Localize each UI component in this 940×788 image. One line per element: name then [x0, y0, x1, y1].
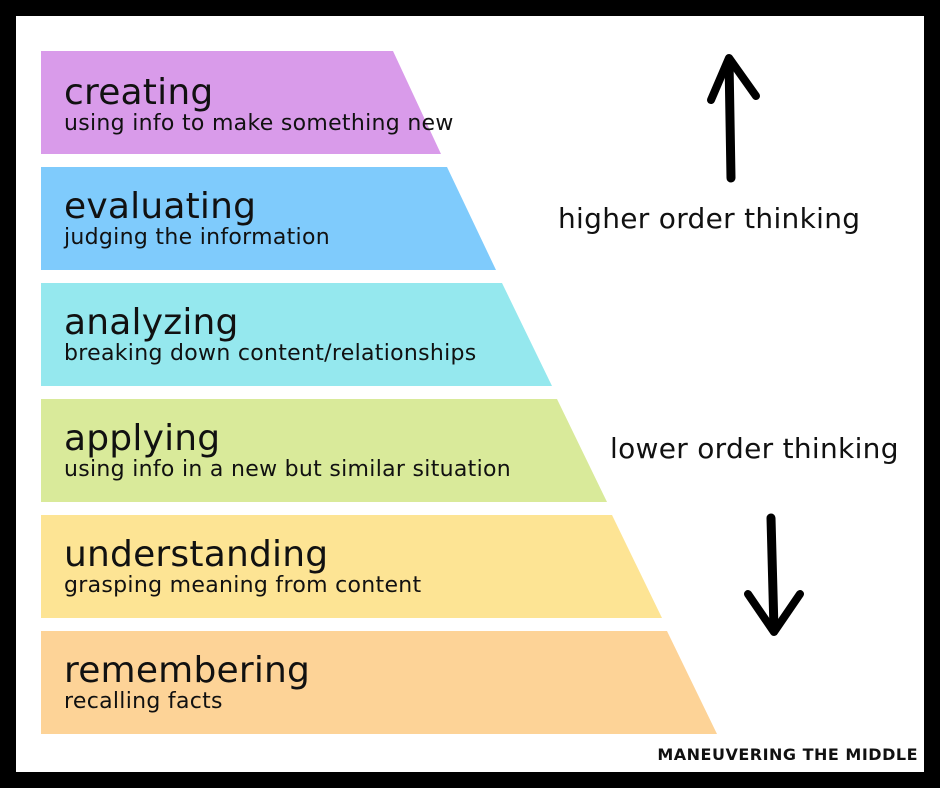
- brand-label: MANEUVERING THE MIDDLE: [657, 745, 918, 764]
- tier-understanding: understanding grasping meaning from cont…: [64, 536, 421, 598]
- tier-creating: creating using info to make something ne…: [64, 74, 454, 136]
- tier-analyzing: analyzing breaking down content/relation…: [64, 304, 477, 366]
- pyramid-tiers: [41, 51, 717, 734]
- tier-remembering: remembering recalling facts: [64, 652, 310, 714]
- tier-creating-shape: [41, 51, 441, 154]
- tier-analyzing-shape: [41, 283, 552, 386]
- tier-analyzing-desc: breaking down content/relationships: [64, 341, 477, 366]
- blooms-taxonomy-canvas: creating using info to make something ne…: [16, 16, 924, 772]
- tier-understanding-shape: [41, 515, 662, 618]
- tier-creating-desc: using info to make something new: [64, 111, 454, 136]
- tier-analyzing-name: analyzing: [64, 302, 239, 343]
- lower-order-label: lower order thinking: [610, 432, 899, 465]
- tier-applying: applying using info in a new but similar…: [64, 420, 511, 482]
- tier-applying-desc: using info in a new but similar situatio…: [64, 457, 512, 482]
- tier-evaluating-name: evaluating: [64, 186, 257, 227]
- arrow-down-icon: [744, 513, 804, 636]
- tier-evaluating-desc: judging the information: [64, 225, 330, 250]
- tier-applying-name: applying: [64, 418, 221, 459]
- higher-order-label: higher order thinking: [558, 202, 861, 235]
- tier-creating-name: creating: [64, 72, 214, 113]
- tier-understanding-desc: grasping meaning from content: [64, 573, 422, 598]
- tier-evaluating-shape: [41, 167, 496, 270]
- tier-remembering-name: remembering: [64, 650, 311, 691]
- tier-remembering-desc: recalling facts: [64, 689, 223, 714]
- arrow-up-icon: [707, 54, 760, 183]
- tier-evaluating: evaluating judging the information: [64, 188, 330, 250]
- tier-applying-shape: [41, 399, 607, 502]
- tier-understanding-name: understanding: [64, 534, 329, 575]
- tier-remembering-shape: [41, 631, 717, 734]
